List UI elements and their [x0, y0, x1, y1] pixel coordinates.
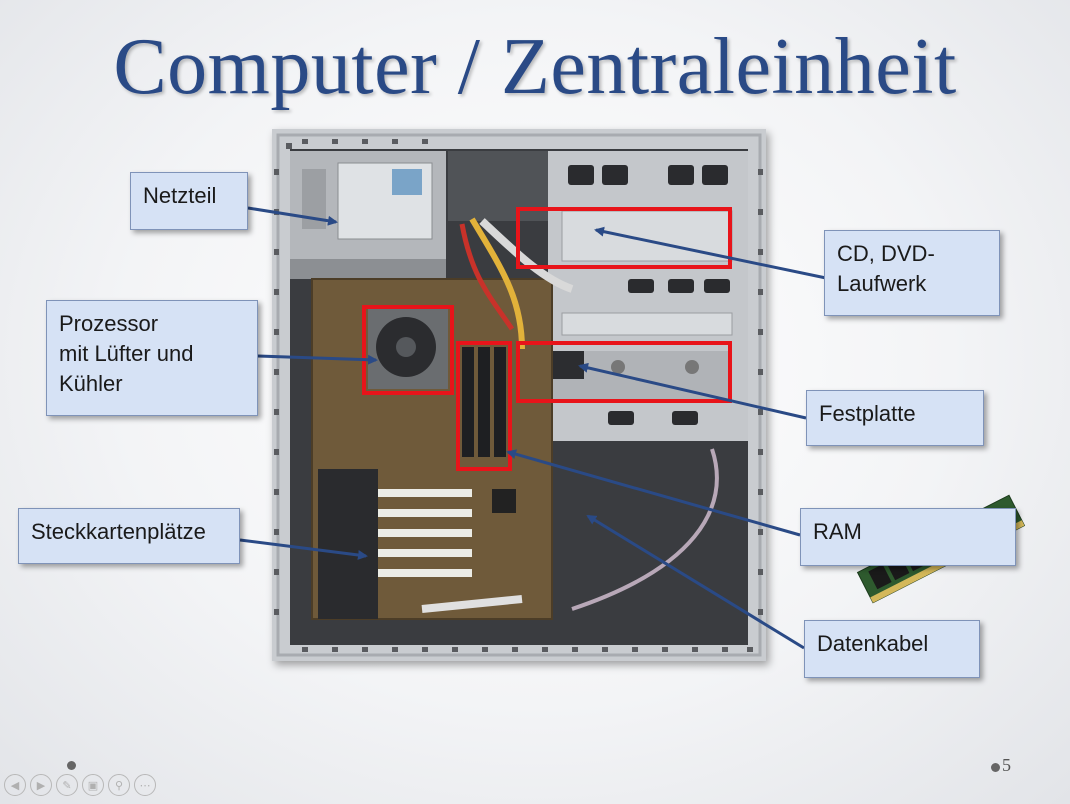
slide-title: Computer / Zentraleinheit [113, 23, 957, 111]
computer-case-photo [272, 129, 766, 661]
zoom-icon[interactable]: ⚲ [108, 774, 130, 796]
slides-icon[interactable]: ▣ [82, 774, 104, 796]
label-laufwerk-line-1: CD, DVD- [837, 241, 935, 266]
label-festplatte: Festplatte [806, 390, 984, 446]
label-netzteil: Netzteil [130, 172, 248, 230]
footer-dot-left [67, 761, 76, 770]
label-prozessor-line-3: Kühler [59, 371, 123, 396]
label-laufwerk-line-2: Laufwerk [837, 271, 927, 296]
label-ram-line: RAM [813, 519, 862, 544]
back-icon[interactable]: ◀ [4, 774, 26, 796]
pen-icon[interactable]: ✎ [56, 774, 78, 796]
forward-icon[interactable]: ▶ [30, 774, 52, 796]
label-steckkartenplaetze: Steckkartenplätze [18, 508, 240, 564]
label-prozessor: Prozessor mit Lüfter und Kühler [46, 300, 258, 416]
label-festplatte-line: Festplatte [819, 401, 916, 426]
label-netzteil-line: Netzteil [143, 183, 217, 208]
label-steckkarten-line: Steckkartenplätze [31, 519, 206, 544]
presentation-nav-toolbar: ◀ ▶ ✎ ▣ ⚲ ⋯ [4, 774, 156, 796]
label-datenkabel: Datenkabel [804, 620, 980, 678]
label-prozessor-line-1: Prozessor [59, 311, 159, 336]
slide-number: 5 [1002, 755, 1011, 775]
label-ram: RAM [800, 508, 1016, 566]
label-laufwerk: CD, DVD- Laufwerk [824, 230, 1000, 316]
label-datenkabel-line: Datenkabel [817, 631, 929, 656]
label-prozessor-line-2: mit Lüfter und [59, 341, 194, 366]
footer-dot-right [991, 763, 1000, 772]
more-icon[interactable]: ⋯ [134, 774, 156, 796]
